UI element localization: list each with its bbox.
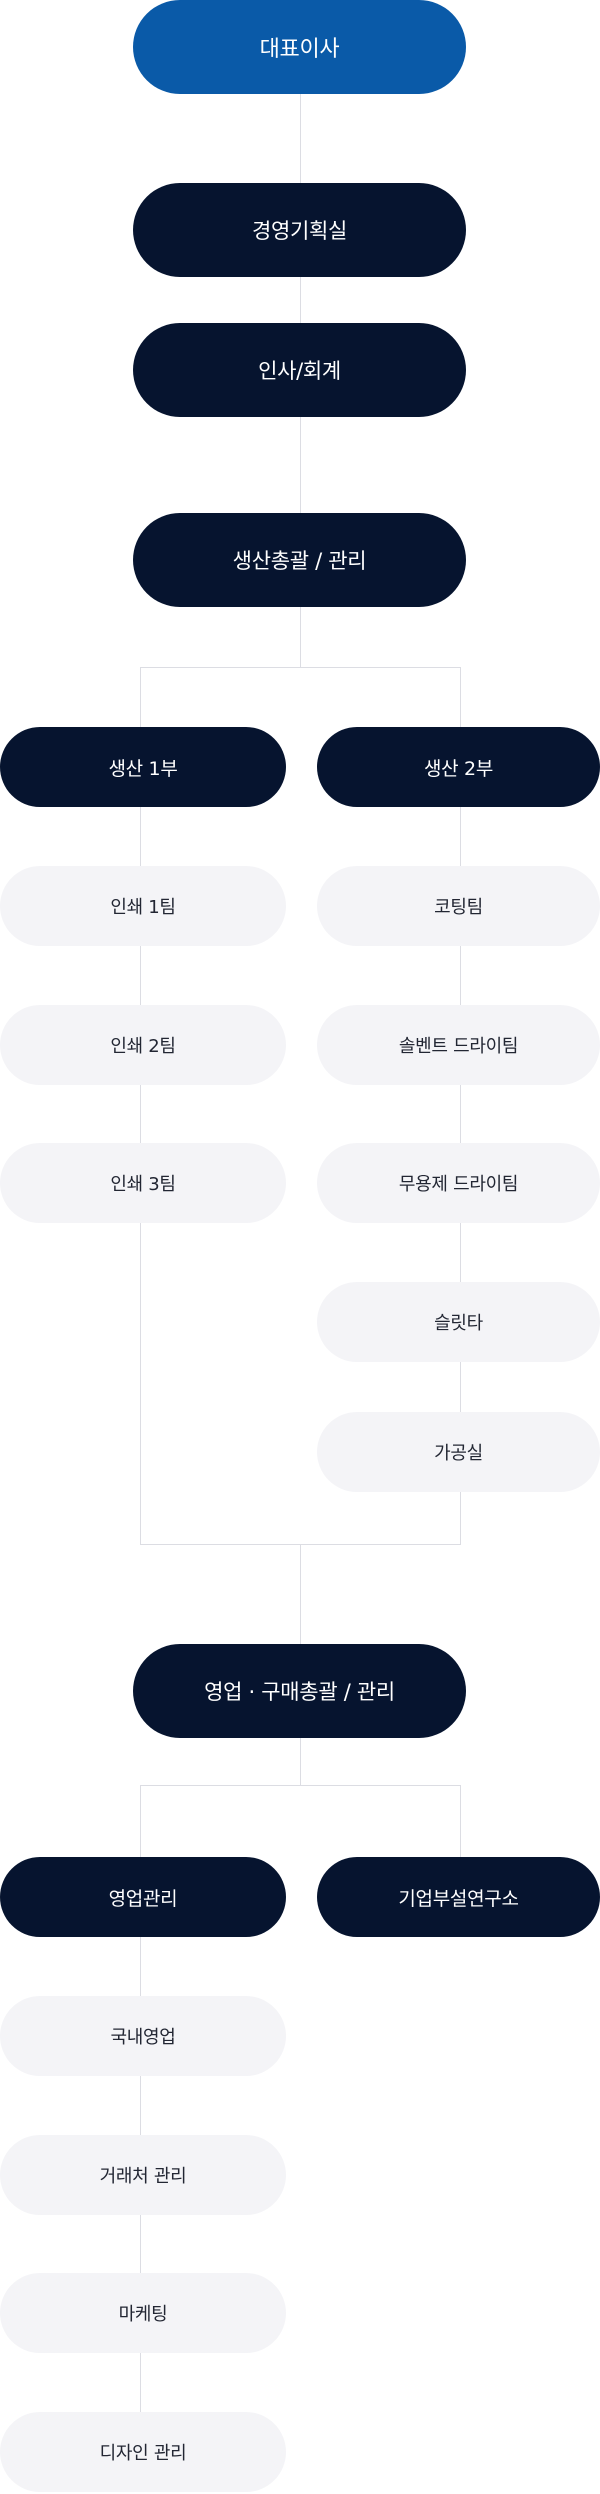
production-2-team-1: 코팅팀: [317, 866, 600, 946]
planning-office-node: 경영기획실: [133, 183, 466, 277]
connector-sales-management: [140, 1785, 141, 2425]
production-1-node: 생산 1부: [0, 727, 286, 807]
connector-research: [460, 1785, 461, 1857]
production-1-team-1: 인쇄 1팀: [0, 866, 286, 946]
connector-production-1: [140, 667, 141, 1545]
sales-team-1: 국내영업: [0, 1996, 286, 2076]
production-2-node: 생산 2부: [317, 727, 600, 807]
connector-sales-split: [140, 1785, 461, 1786]
production-1-team-3: 인쇄 3팀: [0, 1143, 286, 1223]
connector-production-2: [460, 667, 461, 1545]
connector-production-split: [140, 667, 461, 668]
sales-team-3: 마케팅: [0, 2273, 286, 2353]
hr-accounting-node: 인사/회계: [133, 323, 466, 417]
production-2-team-4: 슬릿타: [317, 1282, 600, 1362]
sales-team-4: 디자인 관리: [0, 2412, 286, 2492]
sales-general-node: 영업 · 구매총괄 / 관리: [133, 1644, 466, 1738]
production-2-team-2: 솔벤트 드라이팀: [317, 1005, 600, 1085]
production-2-team-3: 무용제 드라이팀: [317, 1143, 600, 1223]
research-lab-node: 기업부설연구소: [317, 1857, 600, 1937]
production-general-node: 생산총괄 / 관리: [133, 513, 466, 607]
ceo-node: 대표이사: [133, 0, 466, 94]
sales-management-node: 영업관리: [0, 1857, 286, 1937]
production-2-team-5: 가공실: [317, 1412, 600, 1492]
sales-team-2: 거래처 관리: [0, 2135, 286, 2215]
production-1-team-2: 인쇄 2팀: [0, 1005, 286, 1085]
